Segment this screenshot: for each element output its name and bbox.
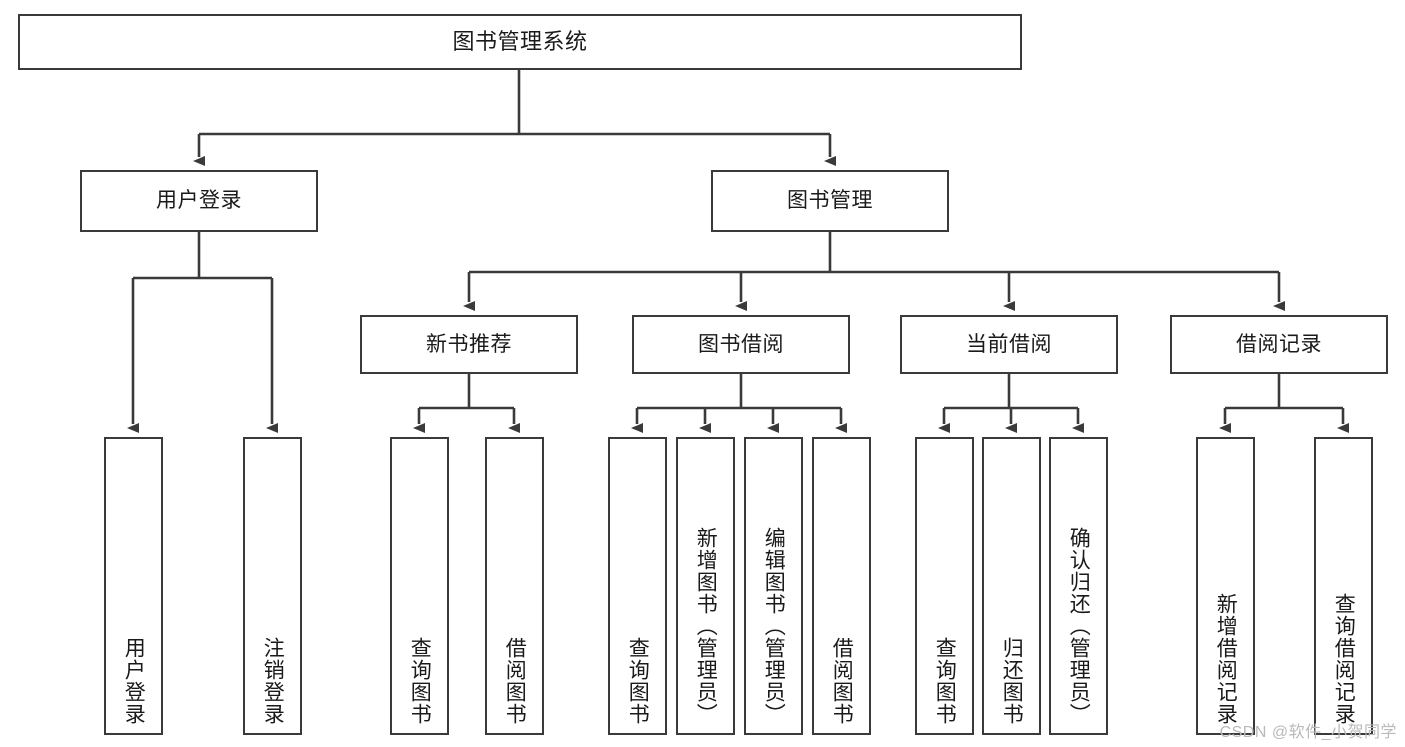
- node-label: 当前借阅: [966, 332, 1052, 356]
- leaf-new-book-query[interactable]: 查询图书: [390, 437, 449, 735]
- node-label: 用户登录: [156, 189, 242, 213]
- node-book-borrow[interactable]: 图书借阅: [632, 315, 850, 374]
- leaf-user-login-login[interactable]: 用户登录: [104, 437, 163, 735]
- node-current-borrow[interactable]: 当前借阅: [900, 315, 1118, 374]
- node-label: 图书管理系统: [452, 28, 588, 54]
- leaf-label: 新增借阅记录: [1214, 593, 1238, 725]
- node-book-management[interactable]: 图书管理: [711, 170, 949, 232]
- leaf-label: 编辑图书（管理员）: [762, 527, 786, 725]
- leaf-borrow-borrow-book[interactable]: 借阅图书: [812, 437, 871, 735]
- node-user-login[interactable]: 用户登录: [80, 170, 318, 232]
- leaf-record-query-record[interactable]: 查询借阅记录: [1314, 437, 1373, 735]
- leaf-borrow-add-book-admin[interactable]: 新增图书（管理员）: [676, 437, 735, 735]
- leaf-label: 新增图书（管理员）: [694, 527, 718, 725]
- node-new-book-recommend[interactable]: 新书推荐: [360, 315, 578, 374]
- node-label: 借阅记录: [1236, 332, 1322, 356]
- leaf-borrow-edit-book-admin[interactable]: 编辑图书（管理员）: [744, 437, 803, 735]
- leaf-current-confirm-return-admin[interactable]: 确认归还（管理员）: [1049, 437, 1108, 735]
- node-borrow-record[interactable]: 借阅记录: [1170, 315, 1388, 374]
- leaf-user-login-logout[interactable]: 注销登录: [243, 437, 302, 735]
- node-label: 新书推荐: [426, 332, 512, 356]
- leaf-label: 查询借阅记录: [1332, 593, 1356, 725]
- leaf-record-add-record[interactable]: 新增借阅记录: [1196, 437, 1255, 735]
- csdn-watermark: CSDN @软件_小贺同学: [1219, 724, 1397, 741]
- leaf-label: 归还图书: [1000, 637, 1024, 725]
- leaf-label: 查询图书: [626, 637, 650, 725]
- node-label: 图书借阅: [698, 332, 784, 356]
- leaf-label: 借阅图书: [830, 637, 854, 725]
- leaf-label: 用户登录: [122, 637, 146, 725]
- leaf-borrow-query-book[interactable]: 查询图书: [608, 437, 667, 735]
- node-root-book-management-system[interactable]: 图书管理系统: [18, 14, 1022, 70]
- node-label: 图书管理: [787, 189, 873, 213]
- leaf-label: 查询图书: [408, 637, 432, 725]
- leaf-new-book-borrow[interactable]: 借阅图书: [485, 437, 544, 735]
- leaf-label: 借阅图书: [503, 637, 527, 725]
- leaf-current-return-book[interactable]: 归还图书: [982, 437, 1041, 735]
- leaf-label: 注销登录: [261, 637, 285, 725]
- leaf-label: 查询图书: [933, 637, 957, 725]
- leaf-label: 确认归还（管理员）: [1067, 527, 1091, 725]
- leaf-current-query-book[interactable]: 查询图书: [915, 437, 974, 735]
